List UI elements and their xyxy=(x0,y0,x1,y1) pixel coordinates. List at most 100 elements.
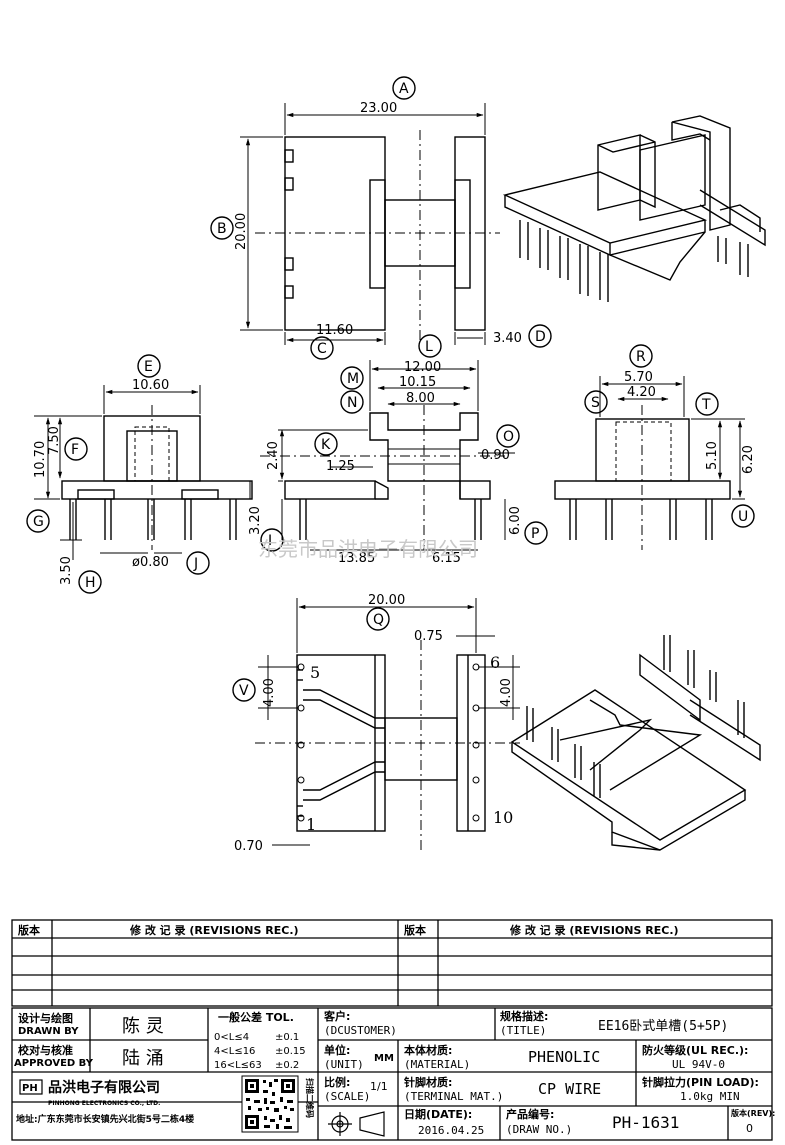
dim-I: 3.20 xyxy=(248,506,263,535)
dim-K-b: 1.25 xyxy=(326,459,355,474)
letter-O: O xyxy=(503,429,514,445)
dim-Q: 20.00 xyxy=(368,593,405,608)
tol-range-2: 4<L≤16 xyxy=(214,1046,255,1057)
letter-T: T xyxy=(701,397,711,413)
letter-H: H xyxy=(85,575,96,591)
projection-symbol xyxy=(328,1111,385,1137)
customer-en: (DCUSTOMER) xyxy=(324,1024,397,1037)
tol-value-3: ±0.2 xyxy=(275,1060,299,1071)
letter-G: G xyxy=(33,514,44,530)
dim-E: 10.60 xyxy=(132,378,169,393)
dim-C: 11.60 xyxy=(316,323,353,338)
terminal-label: 针脚材质: xyxy=(404,1075,452,1089)
dim-V: 4.00 xyxy=(262,678,277,707)
letter-N: N xyxy=(347,395,357,411)
pin-label-10: 10 xyxy=(493,808,513,827)
dim-A: 23.00 xyxy=(360,101,397,116)
revisions-table: 版本 修 改 记 录 (REVISIONS REC.) 版本 修 改 记 录 (… xyxy=(18,923,679,937)
letter-P: P xyxy=(531,526,539,542)
dim-W: 4.00 xyxy=(499,678,514,707)
letter-D: D xyxy=(535,329,546,345)
unit-value: MM xyxy=(374,1053,394,1064)
letter-I: I xyxy=(268,533,272,549)
date-label: 日期(DATE): xyxy=(404,1107,472,1121)
pin-label-6: 6 xyxy=(490,653,500,672)
designed-by-en: DRAWN BY xyxy=(18,1026,79,1037)
tol-range-1: 0<L≤4 xyxy=(214,1032,249,1043)
dim-B: 20.00 xyxy=(234,213,249,250)
dim-P: 6.00 xyxy=(508,506,523,535)
company-name: 品洪电子有限公司 xyxy=(48,1079,160,1096)
dim-U: 6.20 xyxy=(741,445,756,474)
approved-by-label: 校对与核准 xyxy=(18,1043,73,1057)
letter-V: V xyxy=(239,683,249,699)
bottom-view xyxy=(232,598,520,850)
customer-label: 客户: xyxy=(323,1009,350,1023)
rev-label: 版本(REV): xyxy=(730,1108,775,1118)
front-view xyxy=(26,354,253,594)
rev-desc-right: 修 改 记 录 (REVISIONS REC.) xyxy=(509,923,679,937)
dim-T: 5.10 xyxy=(705,441,720,470)
letter-F: F xyxy=(71,442,79,458)
rev-col-left: 版本 xyxy=(18,923,40,937)
dim-L: 12.00 xyxy=(404,360,441,375)
designer-name: 陈 灵 xyxy=(122,1016,164,1037)
dim-D: 3.40 xyxy=(493,331,522,346)
pin-label-5: 5 xyxy=(310,663,320,682)
letter-K: K xyxy=(321,437,331,453)
terminal-en: (TERMINAL MAT.) xyxy=(404,1090,503,1103)
fire-label: 防火等级(UL REC.): xyxy=(642,1043,748,1057)
dimension-labels: A 23.00 B 20.00 C 11.60 D 3.40 E 10.60 F… xyxy=(33,81,756,854)
letter-B: B xyxy=(217,221,227,237)
material-label: 本体材质: xyxy=(404,1043,452,1057)
terminal-value: CP WIRE xyxy=(538,1080,601,1098)
letter-U: U xyxy=(738,509,748,525)
dim-S: 4.20 xyxy=(627,385,656,400)
title-block-text: 设计与绘图 DRAWN BY 陈 灵 校对与核准 APPROVED BY 陆 涌… xyxy=(14,1009,775,1137)
watermark: 东莞市品洪电子有限公司 xyxy=(258,537,478,561)
pin-label-1: 1 xyxy=(306,815,316,834)
tolerance-title: 一般公差 TOL. xyxy=(218,1010,294,1024)
letter-A: A xyxy=(399,81,409,97)
dim-F: 7.50 xyxy=(47,426,62,455)
dim-N: 8.00 xyxy=(406,391,435,406)
letter-M: M xyxy=(347,371,359,387)
top-view xyxy=(210,76,552,360)
unit-label: 单位: xyxy=(324,1043,350,1057)
scale-en: (SCALE) xyxy=(324,1090,370,1103)
end-view xyxy=(554,344,755,550)
drawno-label: 产品编号: xyxy=(506,1107,554,1121)
dim-K: 2.40 xyxy=(266,441,281,470)
logo-text: PH xyxy=(22,1083,38,1094)
qr-caption: 扫描二维码 xyxy=(305,1078,315,1118)
dim-H: 3.50 xyxy=(59,556,74,585)
isometric-view-bottom xyxy=(510,635,761,851)
qr-code xyxy=(241,1075,299,1133)
fire-value: UL 94V-0 xyxy=(672,1058,725,1071)
title-en: (TITLE) xyxy=(500,1024,546,1037)
drawno-en: (DRAW NO.) xyxy=(506,1123,572,1136)
dim-M: 10.15 xyxy=(399,375,436,390)
unit-en: (UNIT) xyxy=(324,1058,364,1071)
isometric-view-top xyxy=(502,115,766,302)
side-view xyxy=(260,334,548,552)
rev-desc-left: 修 改 记 录 (REVISIONS REC.) xyxy=(129,923,299,937)
approver-name: 陆 涌 xyxy=(122,1048,164,1069)
dim-X: 0.75 xyxy=(414,629,443,644)
letter-R: R xyxy=(636,349,646,365)
letter-J: J xyxy=(193,556,198,572)
pinload-value: 1.0kg MIN xyxy=(680,1090,740,1103)
company-address: 地址:广东东莞市长安镇先兴北街5号二栋4楼 xyxy=(16,1113,194,1125)
scale-value: 1/1 xyxy=(370,1080,388,1093)
tol-value-1: ±0.1 xyxy=(275,1032,299,1043)
company-logo: PH 品洪电子有限公司 PINHONG ELECTRONICS CO., LTD… xyxy=(16,1079,194,1125)
date-value: 2016.04.25 xyxy=(418,1124,484,1137)
title-label: 规格描述: xyxy=(500,1009,548,1023)
dim-right-run: 6.15 xyxy=(432,551,461,566)
designed-by-label: 设计与绘图 xyxy=(18,1011,73,1025)
scale-label: 比例: xyxy=(324,1075,350,1089)
drawno-value: PH-1631 xyxy=(612,1113,679,1132)
dim-Y: 0.70 xyxy=(234,839,263,854)
pinload-label: 针脚拉力(PIN LOAD): xyxy=(642,1075,759,1089)
